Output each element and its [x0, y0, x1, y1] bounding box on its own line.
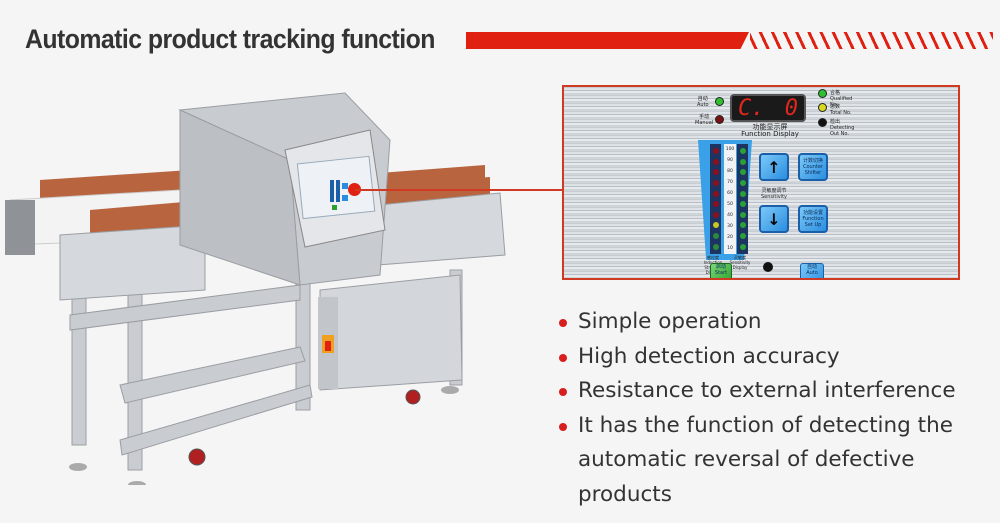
- display-left-digit: C.: [738, 95, 765, 121]
- qualified-lamp-icon: [818, 89, 827, 98]
- sensitivity-up-button[interactable]: ↑: [759, 153, 789, 181]
- feature-item: Resistance to external interference: [558, 374, 978, 409]
- feature-item: It has the function of detecting the aut…: [558, 409, 958, 513]
- detecting-out-lamp-icon: [818, 118, 827, 127]
- manual-lamp-icon: [715, 115, 724, 124]
- function-display: C. 0: [730, 94, 806, 122]
- display-right-digit: 0: [784, 95, 798, 121]
- callout-line: [355, 189, 563, 191]
- title-accent-stripes: [750, 32, 993, 49]
- counter-shifter-button[interactable]: 计数切换 Counter Shifter: [798, 153, 828, 181]
- feature-list: Simple operation High detection accuracy…: [558, 305, 978, 512]
- metal-detector-machine-image: [5, 92, 506, 485]
- bullet-icon: [559, 388, 567, 396]
- sensitivity-down-button[interactable]: ↓: [759, 205, 789, 233]
- feature-item: High detection accuracy: [558, 340, 978, 375]
- function-setup-button[interactable]: 功能设置 Function Set Up: [798, 205, 828, 233]
- title-accent-bar: [466, 32, 749, 49]
- indicator-button[interactable]: [763, 262, 773, 272]
- callout-dot: [348, 183, 361, 196]
- function-display-caption: 功能显示屏 Function Display: [741, 123, 799, 138]
- bullet-icon: [559, 319, 567, 327]
- bullet-icon: [559, 353, 567, 362]
- total-lamp-icon: [818, 103, 827, 112]
- sensitivity-meter: [737, 144, 748, 254]
- feature-item: Simple operation: [558, 305, 978, 340]
- auto-lamp-icon: [715, 97, 724, 106]
- arrow-down-icon: ↓: [767, 209, 781, 229]
- arrow-up-icon: ↑: [767, 157, 781, 177]
- page-title: Automatic product tracking function: [25, 24, 435, 54]
- bullet-icon: [559, 422, 567, 431]
- induction-strength-meter: [710, 144, 721, 254]
